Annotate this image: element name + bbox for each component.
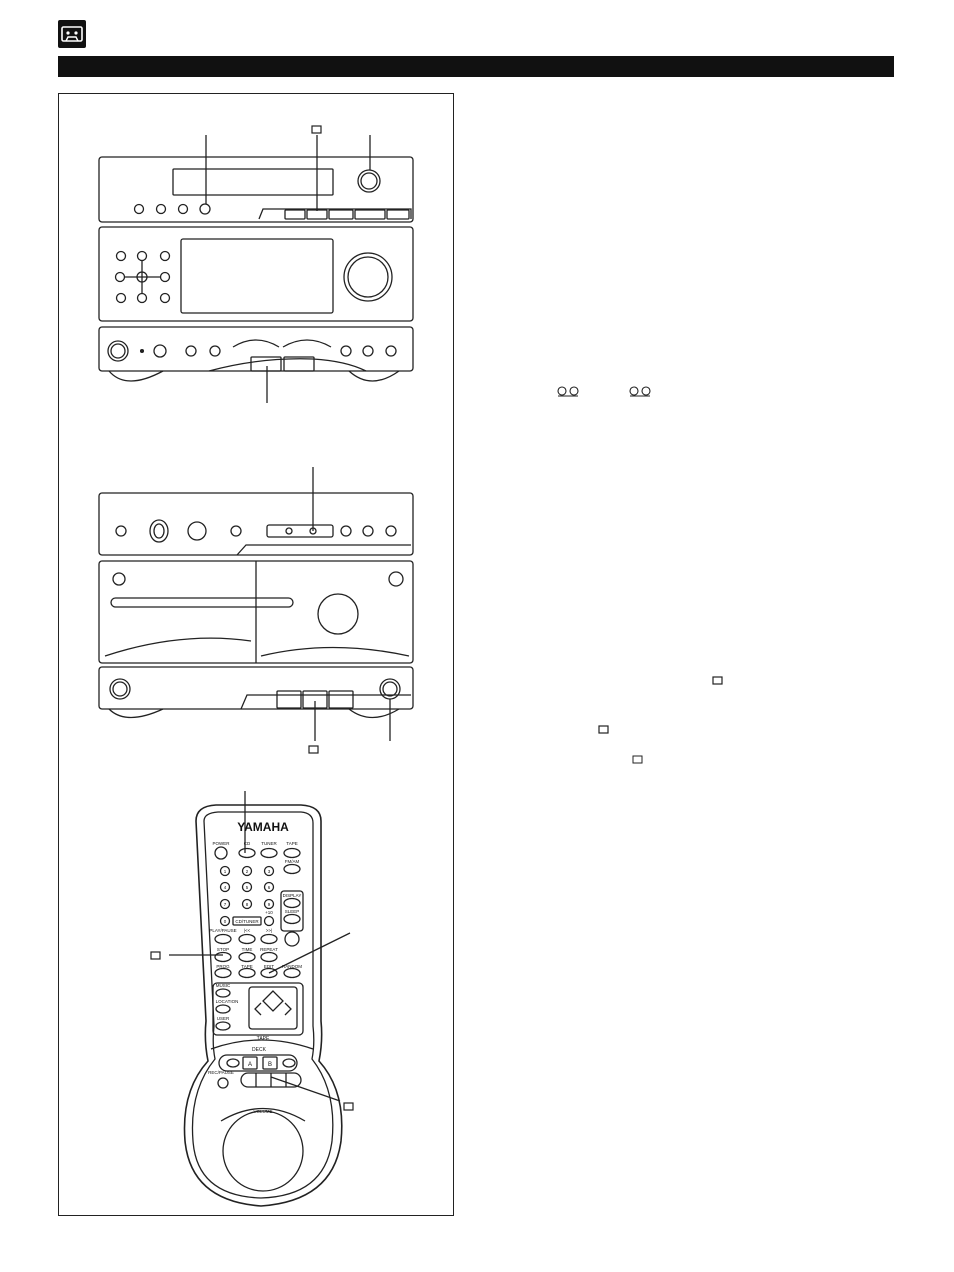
- remote-deck-b-label: B: [268, 1062, 272, 1068]
- stop-symbol-icon: [712, 676, 723, 685]
- remote-digit-9: 9: [268, 902, 271, 907]
- remote-time-label: TIME: [242, 947, 253, 952]
- stop-symbol-icon-2: [598, 725, 609, 734]
- cassette-tape-icon: [58, 20, 86, 48]
- tape-reel-icons: [557, 386, 651, 397]
- remote-volume-label: VOLUME: [253, 1109, 272, 1114]
- remote-tape-button-label: TAPE: [241, 964, 252, 969]
- remote-recpause-label: REC/PAUSE: [208, 1070, 234, 1075]
- remote-user-label: USER: [217, 1016, 230, 1021]
- remote-tape-label: TAPE: [286, 841, 297, 846]
- remote-tape-arc-label: TAPE: [257, 1036, 270, 1042]
- figure-panel: YAMAHA POWER CD TUNER TAPE FM/AM 1 2 3 4…: [58, 93, 454, 1216]
- remote-digit-5: 5: [246, 885, 249, 890]
- tape-deck-illustration: [98, 492, 414, 719]
- remote-tuner-label: TUNER: [261, 841, 277, 846]
- remote-random-label: RANDOM: [282, 964, 302, 969]
- remote-illustration: [183, 804, 343, 1207]
- remote-brand: YAMAHA: [237, 820, 289, 834]
- stop-symbol-icon-3: [632, 755, 643, 764]
- remote-fmam-label: FM/AM: [285, 859, 300, 864]
- remote-display-label: DISPLAY: [283, 893, 302, 898]
- remote-digit-6: 6: [268, 885, 271, 890]
- section-title-bar: [58, 56, 894, 77]
- remote-skipback-label: |<<: [244, 928, 251, 933]
- remote-location-label: LOCATION: [216, 999, 239, 1004]
- remote-power-label: POWER: [212, 841, 230, 846]
- remote-digit-7: 7: [224, 902, 227, 907]
- remote-digit-3: 3: [268, 869, 271, 874]
- remote-digit-0: 0: [224, 919, 227, 924]
- remote-stop-label: STOP: [217, 947, 229, 952]
- remote-digit-1: 1: [224, 869, 227, 874]
- remote-digit-4: 4: [224, 885, 227, 890]
- remote-deck-a-label: A: [248, 1062, 252, 1068]
- remote-edit-label: EDIT: [264, 964, 275, 969]
- remote-prog-label: PROG: [216, 964, 230, 969]
- remote-cd-label: CD: [244, 841, 251, 846]
- main-unit-illustration: [98, 156, 414, 382]
- remote-digit-8: 8: [246, 902, 249, 907]
- remote-deck-label: DECK: [252, 1047, 267, 1053]
- remote-sleep-label: SLEEP: [285, 909, 300, 914]
- device-illustration: YAMAHA POWER CD TUNER TAPE FM/AM 1 2 3 4…: [98, 125, 414, 1207]
- remote-repeat-label: REPEAT: [260, 947, 278, 952]
- remote-skipfwd-label: >>|: [266, 928, 272, 933]
- remote-digit-2: 2: [246, 869, 249, 874]
- remote-plus10-label: +10: [265, 910, 273, 915]
- remote-playpause-label: PLAY/PAUSE: [209, 928, 236, 933]
- remote-cdtuner-label: CD/TUNER: [235, 919, 259, 924]
- remote-music-label: MUSIC: [216, 983, 231, 988]
